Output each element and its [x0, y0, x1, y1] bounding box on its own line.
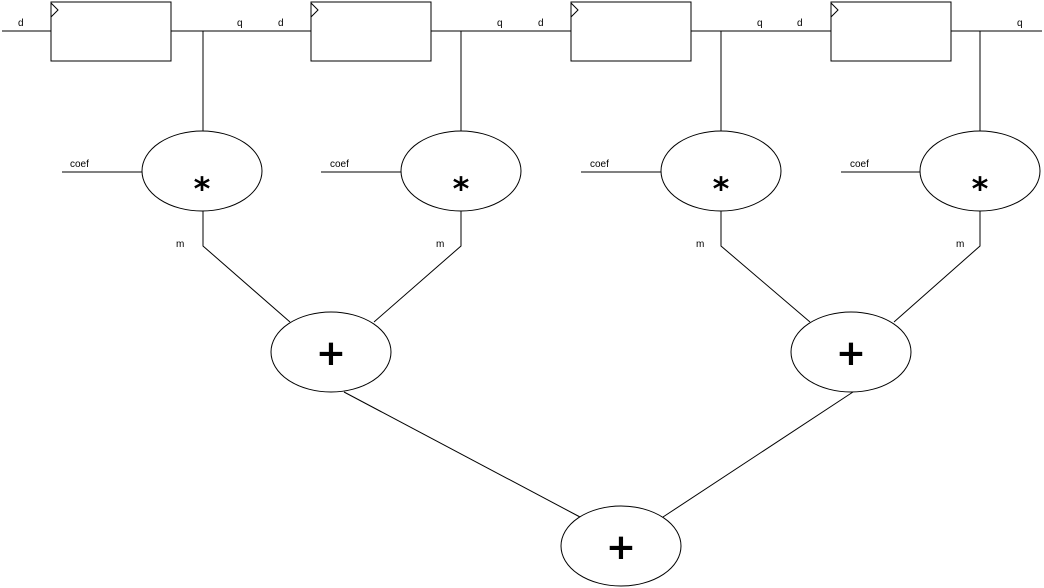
- adder-final: [560, 505, 682, 587]
- register-3: [570, 1, 692, 62]
- multiplier-2: [400, 130, 522, 212]
- coef-label-3: coef: [590, 159, 609, 170]
- clock-icon: [310, 2, 319, 18]
- register-2-d-label: d: [278, 18, 284, 29]
- coef-label-2: coef: [330, 159, 349, 170]
- register-3-d-label: d: [538, 18, 544, 29]
- register-2: [310, 1, 432, 62]
- multiplier-2-symbol: *: [453, 170, 470, 208]
- m-wire-3: [720, 211, 811, 323]
- register-4-d-label: d: [797, 18, 803, 29]
- clock-icon: [50, 2, 59, 18]
- adder-right: [790, 311, 912, 393]
- adder-right-symbol: +: [836, 333, 866, 374]
- m-wire-1: [202, 211, 291, 323]
- multiplier-4-symbol: *: [972, 170, 989, 208]
- adder-left-symbol: +: [316, 333, 346, 374]
- register-1-q-label: q: [237, 18, 243, 29]
- coef-label-4: coef: [850, 159, 869, 170]
- clock-icon: [830, 2, 839, 18]
- multiplier-1-symbol: *: [194, 170, 211, 208]
- register-1: [50, 1, 172, 62]
- m-label-4: m: [956, 239, 964, 250]
- sum-wire-left: [343, 391, 581, 518]
- m-wire-2: [373, 211, 462, 323]
- multiplier-3: [660, 130, 782, 212]
- register-2-q-label: q: [497, 18, 503, 29]
- multiplier-4: [919, 130, 1041, 212]
- multiplier-1: [141, 130, 263, 212]
- m-wire-4: [893, 211, 981, 323]
- coef-label-1: coef: [70, 159, 89, 170]
- m-label-2: m: [436, 239, 444, 250]
- register-3-q-label: q: [757, 18, 763, 29]
- clock-icon: [570, 2, 579, 18]
- register-1-d-label: d: [18, 18, 24, 29]
- adder-final-symbol: +: [606, 527, 636, 568]
- adder-left: [270, 311, 392, 393]
- register-4: [830, 1, 952, 62]
- multiplier-3-symbol: *: [713, 170, 730, 208]
- sum-wire-right: [662, 391, 854, 518]
- m-label-1: m: [176, 239, 184, 250]
- register-4-q-label: q: [1017, 18, 1023, 29]
- m-label-3: m: [696, 239, 704, 250]
